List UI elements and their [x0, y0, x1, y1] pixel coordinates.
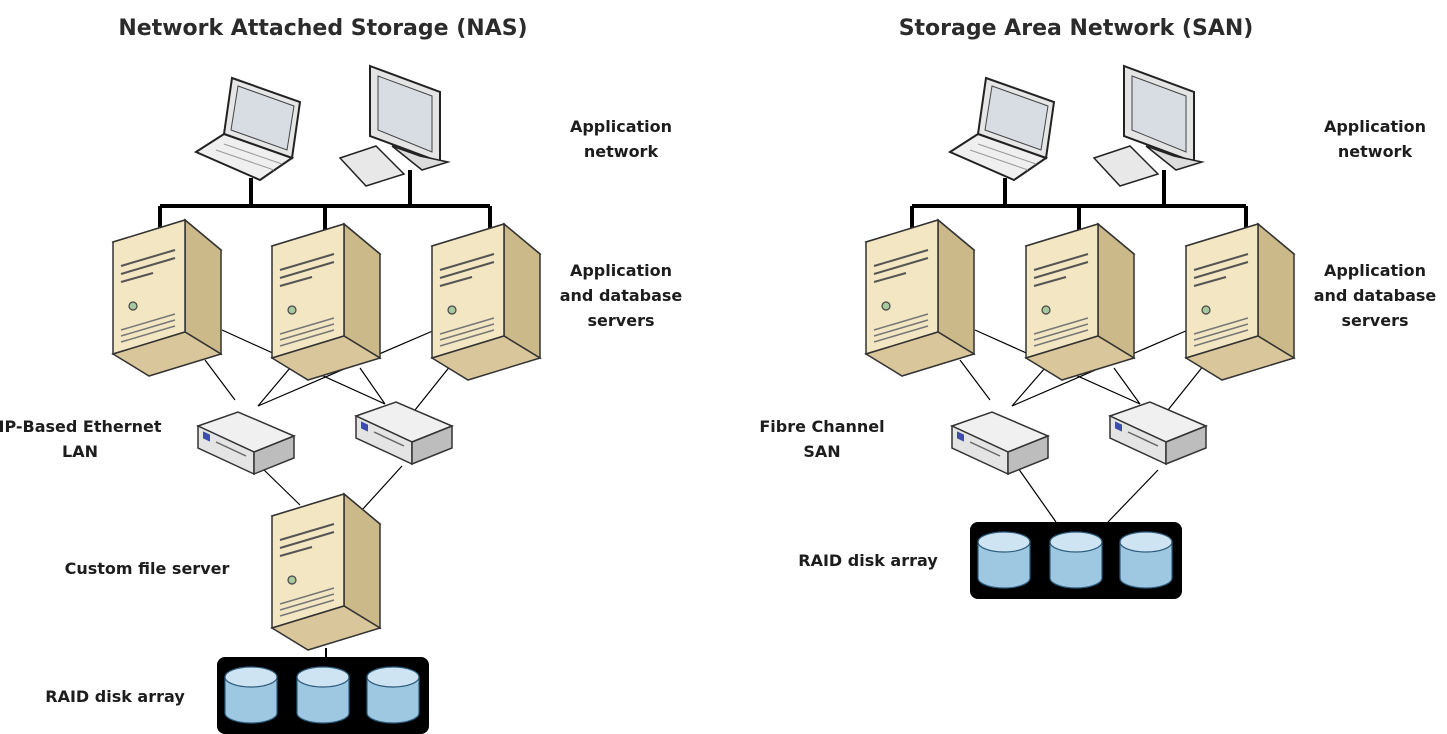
- disk-icon: [1049, 531, 1103, 589]
- file-server-label: Custom file server: [65, 559, 230, 578]
- san-servers-label-1: Application: [1324, 261, 1426, 280]
- desktop-icon: [339, 65, 449, 187]
- ethernet-switch-1: [197, 411, 295, 475]
- application-network-bus: [910, 170, 1248, 236]
- laptop-icon: [949, 77, 1055, 181]
- nas-section: Network Attached Storage (NAS) Applicati…: [0, 16, 682, 734]
- disk-icon: [366, 666, 420, 724]
- san-servers-label-3: servers: [1342, 311, 1409, 330]
- nas-lan-label-1: IP-Based Ethernet: [0, 417, 162, 436]
- application-server-3: [431, 217, 541, 381]
- application-network-bus: [158, 170, 492, 236]
- fibre-channel-switch-1: [951, 411, 1049, 475]
- nas-raid-label: RAID disk array: [45, 687, 185, 706]
- disk-icon: [977, 531, 1031, 589]
- san-raid-array: [970, 522, 1182, 599]
- nas-servers-label-1: Application: [570, 261, 672, 280]
- nas-raid-array: [217, 657, 429, 734]
- san-fabric-label-1: Fibre Channel: [759, 417, 884, 436]
- san-fabric-label-2: SAN: [803, 442, 840, 461]
- nas-servers-label-2: and database: [560, 286, 683, 305]
- laptop-icon: [195, 77, 301, 181]
- application-server-2: [1025, 217, 1135, 381]
- disk-icon: [1119, 531, 1173, 589]
- application-server-1: [112, 213, 222, 377]
- san-title: Storage Area Network (SAN): [899, 16, 1254, 41]
- application-server-3: [1185, 217, 1295, 381]
- nas-app-network-label-1: Application: [570, 117, 672, 136]
- san-section: Storage Area Network (SAN) Application n…: [759, 16, 1436, 599]
- nas-title: Network Attached Storage (NAS): [118, 16, 527, 41]
- disk-icon: [224, 666, 278, 724]
- application-server-1: [865, 213, 975, 377]
- san-app-network-label-2: network: [1338, 142, 1413, 161]
- custom-file-server: [271, 487, 381, 651]
- application-server-2: [271, 217, 381, 381]
- nas-servers-label-3: servers: [588, 311, 655, 330]
- san-servers-label-2: and database: [1314, 286, 1437, 305]
- san-raid-label: RAID disk array: [798, 551, 938, 570]
- ethernet-switch-2: [355, 401, 453, 465]
- disk-icon: [296, 666, 350, 724]
- nas-lan-label-2: LAN: [62, 442, 98, 461]
- san-app-network-label-1: Application: [1324, 117, 1426, 136]
- nas-app-network-label-2: network: [584, 142, 659, 161]
- desktop-icon: [1093, 65, 1203, 187]
- fibre-channel-switch-2: [1109, 401, 1207, 465]
